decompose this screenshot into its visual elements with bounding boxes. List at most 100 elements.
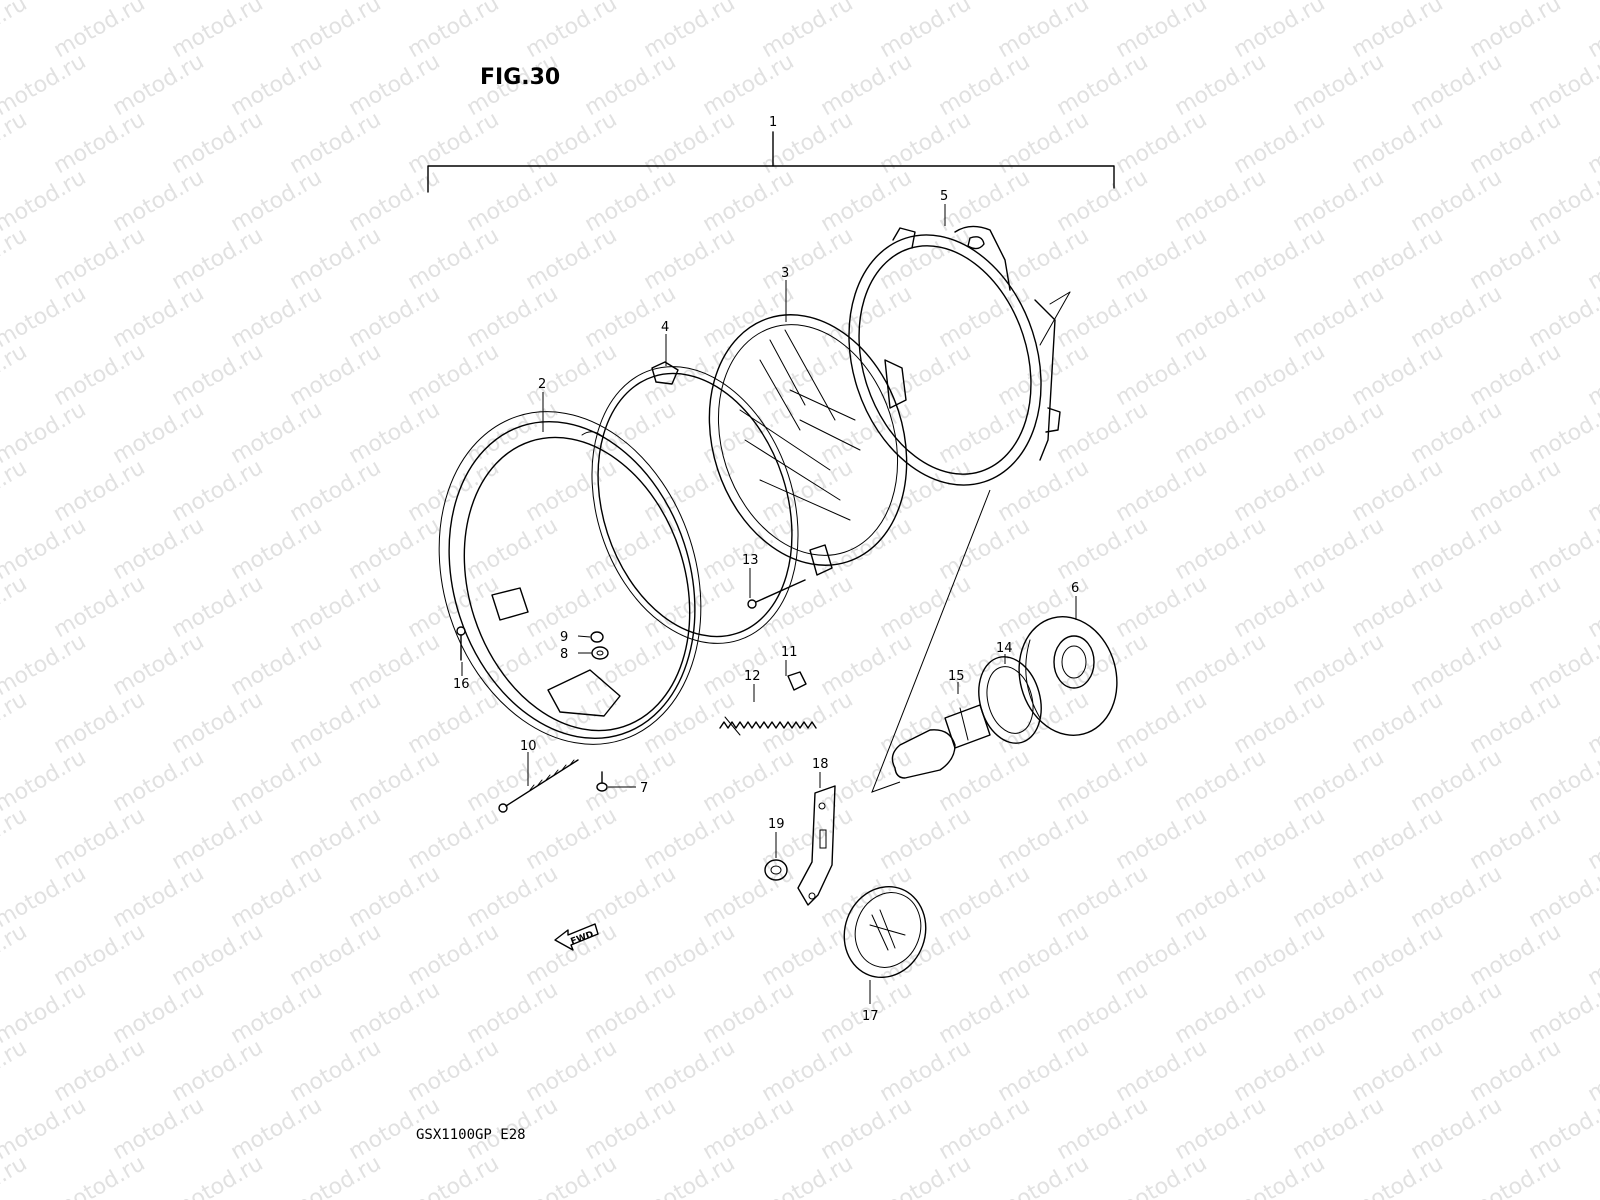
watermark-text: motod.ru (1584, 107, 1600, 179)
watermark-text: motod.ru (994, 455, 1094, 527)
watermark-text: motod.ru (404, 223, 504, 295)
watermark-text: motod.ru (286, 339, 386, 411)
callout-13: 13 (742, 553, 759, 568)
watermark-text: motod.ru (1171, 397, 1271, 469)
watermark-text: motod.ru (168, 1035, 268, 1107)
watermark-text: motod.ru (994, 919, 1094, 991)
nut-19 (764, 859, 788, 881)
watermark-text: motod.ru (817, 861, 917, 933)
watermark-text: motod.ru (1466, 107, 1566, 179)
watermark-text: motod.ru (935, 397, 1035, 469)
watermark-text: motod.ru (1466, 571, 1566, 643)
sealed-beam-unit (708, 314, 908, 576)
callout-16: 16 (453, 677, 470, 692)
watermark-text: motod.ru (168, 803, 268, 875)
watermark-text: motod.ru (1230, 339, 1330, 411)
callout-leaders (461, 204, 1077, 1004)
watermark-text: motod.ru (1289, 165, 1389, 237)
watermark-text: motod.ru (640, 0, 740, 63)
callout-14: 14 (996, 641, 1013, 656)
watermark-text: motod.ru (522, 571, 622, 643)
watermark-text: motod.ru (1525, 1093, 1600, 1165)
watermark-text: motod.ru (758, 919, 858, 991)
watermark-text: motod.ru (994, 803, 1094, 875)
watermark-text: motod.ru (345, 513, 445, 585)
watermark-text: motod.ru (227, 1093, 327, 1165)
watermark-text: motod.ru (640, 1035, 740, 1107)
watermark-text: motod.ru (109, 629, 209, 701)
watermark-text: motod.ru (1289, 281, 1389, 353)
watermark-text: motod.ru (1230, 571, 1330, 643)
watermark-text: motod.ru (522, 0, 622, 63)
watermark-text: motod.ru (286, 455, 386, 527)
callout-7: 7 (640, 781, 648, 796)
watermark-text: motod.ru (876, 0, 976, 63)
watermark-text: motod.ru (1230, 1151, 1330, 1200)
watermark-text: motod.ru (50, 1035, 150, 1107)
watermark-text: motod.ru (1525, 861, 1600, 933)
watermark-text: motod.ru (581, 281, 681, 353)
watermark-text: motod.ru (345, 977, 445, 1049)
watermark-text: motod.ru (1230, 1035, 1330, 1107)
watermark-text: motod.ru (1053, 977, 1153, 1049)
watermark-text: motod.ru (1407, 397, 1507, 469)
watermark-text: motod.ru (50, 803, 150, 875)
watermark-text: motod.ru (1171, 1093, 1271, 1165)
watermark-text: motod.ru (640, 107, 740, 179)
watermark-text: motod.ru (817, 629, 917, 701)
watermark-text: motod.ru (1525, 745, 1600, 817)
watermark-text: motod.ru (1584, 455, 1600, 527)
callout-3: 3 (781, 266, 789, 281)
watermark-text: motod.ru (109, 977, 209, 1049)
watermark-text: motod.ru (994, 1151, 1094, 1200)
watermark-text: motod.ru (463, 165, 563, 237)
watermark-text: motod.ru (286, 0, 386, 63)
watermark-text: motod.ru (699, 861, 799, 933)
watermark-text: motod.ru (758, 223, 858, 295)
nut-9 (590, 631, 604, 643)
watermark-text: motod.ru (109, 397, 209, 469)
watermark-text: motod.ru (463, 977, 563, 1049)
watermark-text: motod.ru (581, 1093, 681, 1165)
watermark-text: motod.ru (168, 687, 268, 759)
watermark-text: motod.ru (286, 107, 386, 179)
watermark-text: motod.ru (1112, 223, 1212, 295)
watermark-text: motod.ru (1053, 513, 1153, 585)
watermark-text: motod.ru (1584, 0, 1600, 63)
callout-2: 2 (538, 377, 546, 392)
watermark-text: motod.ru (1230, 455, 1330, 527)
washer-8 (591, 646, 609, 660)
watermark-text: motod.ru (817, 513, 917, 585)
watermark-text: motod.ru (817, 49, 917, 121)
watermark-text: motod.ru (1171, 745, 1271, 817)
watermark-text: motod.ru (50, 919, 150, 991)
watermark-text: motod.ru (581, 513, 681, 585)
watermark-text: motod.ru (1348, 571, 1448, 643)
watermark-text: motod.ru (286, 571, 386, 643)
watermark-text: motod.ru (935, 49, 1035, 121)
watermark-text: motod.ru (994, 1035, 1094, 1107)
callout-17: 17 (862, 1009, 879, 1024)
watermark-text: motod.ru (109, 281, 209, 353)
watermark-text: motod.ru (463, 861, 563, 933)
watermark-text: motod.ru (522, 455, 622, 527)
watermark-text: motod.ru (581, 629, 681, 701)
watermark-text: motod.ru (1584, 1035, 1600, 1107)
watermark-text: motod.ru (1466, 455, 1566, 527)
callout-labels: 1 2 3 4 5 6 7 8 9 10 11 12 13 14 15 16 1… (453, 115, 1079, 1024)
watermark-text: motod.ru (1348, 107, 1448, 179)
watermark-text: motod.ru (876, 455, 976, 527)
watermark-text: motod.ru (50, 455, 150, 527)
watermark-text: motod.ru (1584, 919, 1600, 991)
watermark-text: motod.ru (581, 861, 681, 933)
watermark-text: motod.ru (1171, 165, 1271, 237)
watermark-text: motod.ru (1289, 397, 1389, 469)
watermark-text: motod.ru (1525, 513, 1600, 585)
watermark-text: motod.ru (1053, 281, 1153, 353)
watermark-text: motod.ru (1348, 919, 1448, 991)
watermark-text: motod.ru (699, 281, 799, 353)
watermark-text: motod.ru (1112, 1151, 1212, 1200)
watermark-text: motod.ru (1171, 513, 1271, 585)
watermark-text: motod.ru (1525, 397, 1600, 469)
